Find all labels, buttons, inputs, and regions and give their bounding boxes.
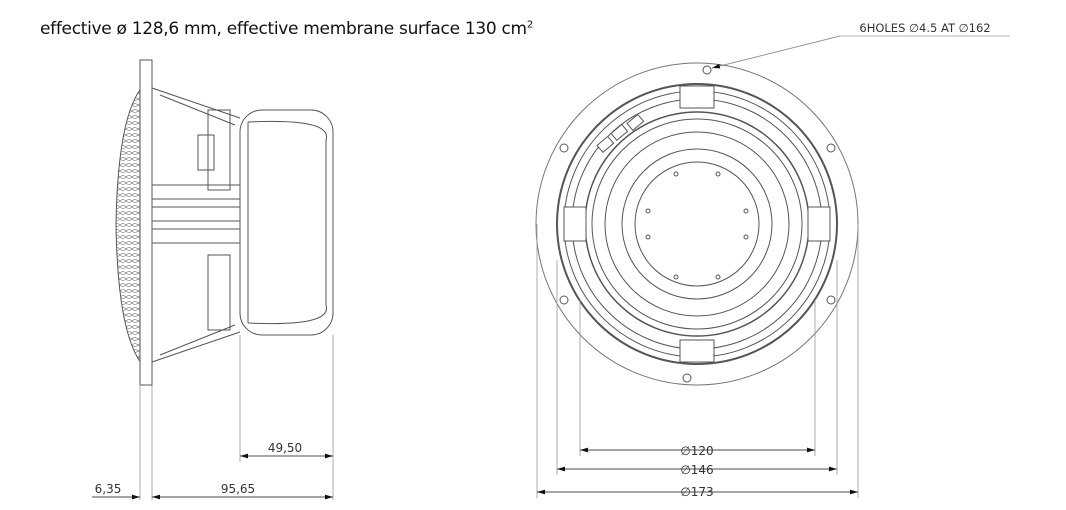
front-view <box>535 62 859 386</box>
dim-diameter-173: ∅173 <box>680 485 713 499</box>
dim-diameter-146: ∅146 <box>680 463 713 477</box>
basket-frame <box>151 87 241 363</box>
dim-flange: 6,35 <box>95 482 122 496</box>
holes-callout-leader <box>711 35 1010 69</box>
page-title: effective ø 128,6 mm, effective membrane… <box>40 19 533 39</box>
mounting-flange <box>139 59 153 386</box>
magnet <box>239 109 334 336</box>
front-dimensions <box>536 224 859 498</box>
screw-holes <box>645 171 749 280</box>
dim-diameter-120: ∅120 <box>680 444 713 458</box>
basket-spokes <box>563 85 831 363</box>
side-view <box>115 59 334 386</box>
dim-magnet-depth: 49,50 <box>268 441 302 455</box>
dim-depth: 95,65 <box>221 482 255 496</box>
mounting-holes <box>559 65 836 383</box>
holes-callout: 6HOLES ∅4.5 AT ∅162 <box>859 21 990 35</box>
side-dimensions <box>92 335 334 500</box>
terminals <box>596 113 645 154</box>
